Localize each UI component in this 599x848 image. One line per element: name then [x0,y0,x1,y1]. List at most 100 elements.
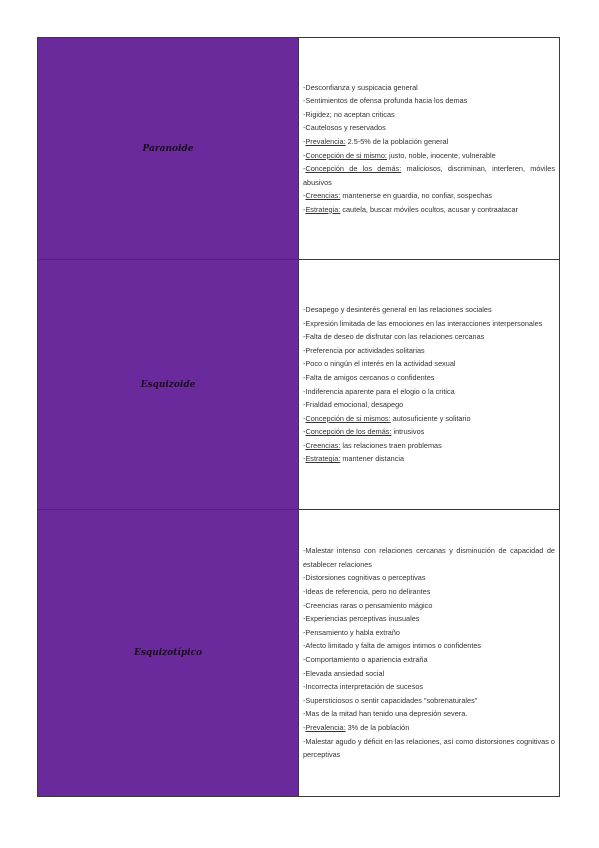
list-item: -Mas de la mitad han tenido una depresió… [303,707,555,721]
list-item: -Concepción de si mismos: autosuficiente… [303,412,555,426]
list-item: -Malestar intenso con relaciones cercana… [303,544,555,571]
list-item: -Estrategia: cautela, buscar móviles ocu… [303,203,555,217]
item-dash: - [303,136,306,146]
item-text: maliciosos, discriminan, interferen, móv… [303,164,556,187]
item-text: 3% de la población [345,722,410,732]
item-dash: - [303,454,306,464]
item-text: -Malestar intenso con relaciones cercana… [303,546,555,569]
table-row: Paranoide -Desconfianza y suspicacia gen… [38,38,559,260]
item-text: -Desconfianza y suspicacia general [303,82,418,92]
item-key: Concepción de los demás: [305,427,392,437]
list-item: -Prevalencia: 2.5-5% de la población gen… [303,135,555,149]
list-item: -Supersticiosos o sentir capacidades "so… [303,694,555,708]
item-key: Concepción de si mismos: [305,413,391,423]
item-key: Estrategia: [305,454,341,464]
item-dash: - [303,191,306,201]
item-text: -Preferencia por actividades solitarias [303,345,425,355]
list-item: -Concepción de si mismo: justo, noble, i… [303,149,555,163]
list-item: -Prevalencia: 3% de la población [303,721,555,735]
item-text: -Falta de amigos cercanos o confidentes [303,372,435,382]
item-text: -Ideas de referencia, pero no delirantes [303,587,431,597]
list-item: -Comportamiento o apariencia extraña [303,653,555,667]
item-text: -Distorsiones cognitivas o perceptivas [303,573,426,583]
list-item: -Malestar agudo y déficit en las relacio… [303,735,555,762]
item-dash: - [303,164,306,174]
item-key: Creencias: [305,191,341,201]
item-dash: - [303,722,306,732]
item-text: -Desapego y desinterés general en las re… [303,304,492,314]
list-item: -Concepción de los demás: maliciosos, di… [303,162,555,189]
list-item: -Estrategia: mantener distancia [303,452,555,466]
item-key: Estrategia: [305,204,341,214]
item-text: -Comportamiento o apariencia extraña [303,655,428,664]
item-text: -Creencias raras o pensamiento mágico [303,600,433,610]
item-dash: - [303,413,306,423]
item-text: cautela, buscar móviles ocultos, acusar … [340,204,518,214]
row-content-cell: -Malestar intenso con relaciones cercana… [299,510,559,796]
list-item: -Creencias: mantenerse en guardia, no co… [303,189,555,203]
row-content-cell: -Desconfianza y suspicacia general -Senti… [299,38,559,259]
row-label-cell: Esquizotípico [38,510,299,796]
item-text: -Rigidez; no aceptan criticas [303,109,395,119]
item-dash: - [303,204,306,214]
row-label-cell: Esquizoide [38,260,299,509]
list-item: -Ideas de referencia, pero no delirantes [303,585,555,599]
row-content-cell: -Desapego y desinterés general en las re… [299,260,559,509]
item-text: -Sentimientos de ofensa profunda hacia l… [303,96,468,106]
item-text: -Expresión limitada de las emociones en … [303,318,543,328]
item-text: -Pensamiento y habla extraño [303,627,400,637]
item-key: Prevalencia: [305,136,346,146]
list-item: -Frialdad emocional, desapego [303,398,555,412]
item-text: -Mas de la mitad han tenido una depresió… [303,709,468,719]
item-key: Creencias: [305,440,341,450]
list-item: -Desapego y desinterés general en las re… [303,303,555,317]
item-text: -Elevada ansiedad social [303,668,385,678]
item-key: Concepción de si mismo: [305,150,387,160]
list-item: -Falta de amigos cercanos o confidentes [303,371,555,385]
item-text: -Supersticiosos o sentir capacidades "so… [303,695,478,705]
row-label: Esquizotípico [133,648,203,658]
item-text: mantenerse en guardia, no confiar, sospe… [340,191,493,201]
row-label-cell: Paranoide [38,38,299,259]
list-item: -Falta de deseo de disfrutar con las rel… [303,330,555,344]
item-text: -Frialdad emocional, desapego [303,400,404,410]
list-item: -Elevada ansiedad social [303,667,555,681]
list-item: -Cautelosos y reservados [303,121,555,135]
item-text: intrusivos [391,427,425,437]
item-dash: - [303,150,306,160]
row-label: Esquizoide [140,379,196,390]
list-item: -Indiferencia aparente para el elogio o … [303,385,555,399]
item-key: Prevalencia: [305,722,346,732]
list-item: -Creencias: las relaciones traen problem… [303,439,555,453]
list-item: -Pensamiento y habla extraño [303,626,555,640]
list-item: -Poco o ningún el interés en la activida… [303,357,555,371]
item-dash: - [303,440,306,450]
item-text: -Incorrecta interpretación de sucesos [303,682,424,692]
item-text: -Malestar agudo y déficit en las relacio… [303,736,555,760]
item-text: 2.5-5% de la población general [345,136,449,146]
list-item: -Expresión limitada de las emociones en … [303,317,555,331]
list-item: -Incorrecta interpretación de sucesos [303,680,555,694]
list-item: -Desconfianza y suspicacia general [303,81,555,95]
item-text: -Cautelosos y reservados [303,123,386,133]
list-item: -Distorsiones cognitivas o perceptivas [303,571,555,585]
row-label: Paranoide [142,143,194,154]
list-item: -Rigidez; no aceptan criticas [303,108,555,122]
item-text: -Falta de deseo de disfrutar con las rel… [303,332,485,342]
item-dash: - [303,427,306,437]
list-item: -Preferencia por actividades solitarias [303,344,555,358]
item-text: -Experiencias perceptivas inusuales [303,614,420,624]
item-text: justo, noble, inocente, vulnerable [386,150,496,160]
personality-table: Paranoide -Desconfianza y suspicacia gen… [37,37,560,797]
item-text: -Indiferencia aparente para el elogio o … [303,386,455,396]
table-row: Esquizotípico -Malestar intenso con rela… [38,510,559,796]
list-item: -Creencias raras o pensamiento mágico [303,599,555,613]
list-item: -Sentimientos de ofensa profunda hacia l… [303,94,555,108]
item-key: Concepción de los demás: [305,164,402,174]
item-text: autosuficiente y solitario [390,413,471,423]
list-item: -Experiencias perceptivas inusuales [303,612,555,626]
list-item: -Concepción de los demás: intrusivos [303,425,555,439]
list-item: -Afecto limitado y falta de amigos intim… [303,639,555,653]
table-row: Esquizoide -Desapego y desinterés genera… [38,260,559,510]
item-text: mantener distancia [340,454,405,464]
